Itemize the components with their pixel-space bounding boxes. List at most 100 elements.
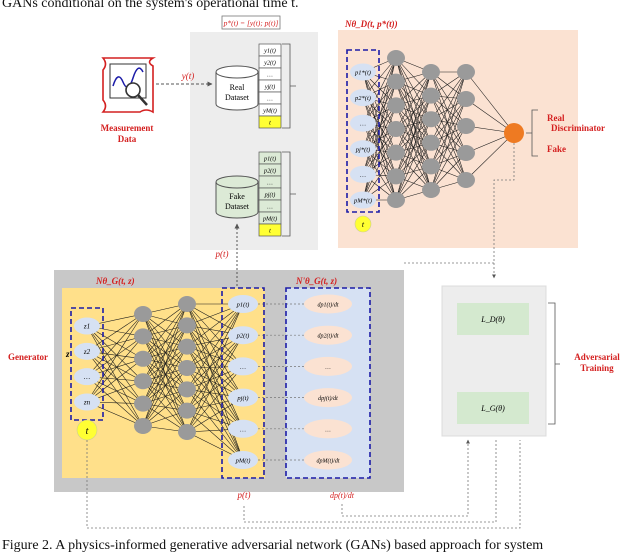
fake-list-item: … [267, 204, 273, 211]
network-edge [186, 367, 244, 461]
real-header-box [221, 15, 281, 30]
fake-list-item: … [267, 180, 273, 187]
network-edge [142, 367, 188, 427]
hidden-node [387, 97, 405, 114]
output-brace [526, 109, 538, 157]
hidden-node [387, 168, 405, 185]
discriminator-input-label: … [360, 172, 366, 179]
discriminator-time-label: t [362, 220, 365, 229]
network-edge [86, 325, 144, 382]
discriminator-input-node [350, 89, 376, 107]
hidden-node [387, 192, 405, 208]
hidden-node [422, 111, 440, 128]
derivative-network-area [286, 288, 370, 478]
hidden-node [422, 134, 440, 151]
network-edge [362, 152, 397, 201]
network-edge [186, 346, 244, 429]
network-edge [186, 303, 244, 369]
generator-output-label: p2(t) [236, 333, 250, 340]
latent-label: z1 [83, 323, 90, 331]
hidden-node [178, 296, 196, 312]
network-edge [142, 303, 188, 382]
discriminator-input-node [350, 140, 376, 158]
fake-database-icon [215, 175, 259, 219]
hidden-node [422, 87, 440, 104]
real-list-item: y2(t) [263, 60, 276, 67]
network-edge [86, 313, 144, 403]
fake-list-item: p1(t) [263, 156, 276, 163]
discriminator-input-box [346, 49, 380, 213]
loss-g: L_G(θ) [480, 404, 505, 413]
generator-output-node [228, 451, 258, 469]
network-edge [186, 303, 244, 347]
network-edge [430, 98, 467, 143]
network-edge [362, 57, 397, 149]
network-edge [430, 71, 467, 127]
derivative-output-label: dp(t)/dt [330, 491, 355, 500]
network-edge [430, 142, 467, 181]
hidden-node [134, 306, 152, 322]
discriminator-nodes: p1*(t)p2*(t)…pj*(t)…pM*(t) [350, 50, 475, 209]
discriminator-input-node [350, 191, 376, 209]
fake-list-item: t [269, 228, 271, 235]
latent-node [74, 368, 100, 386]
network-edge [465, 132, 515, 181]
network-edge [86, 336, 144, 377]
hidden-node [134, 350, 152, 367]
discriminator-input-label: pj*(t) [355, 146, 370, 153]
network-edge [430, 98, 467, 167]
network-edge [186, 325, 244, 429]
latent-node [74, 342, 100, 360]
loss-d: L_D(θ) [480, 315, 505, 324]
hidden-node [178, 360, 196, 376]
hidden-node [134, 328, 152, 345]
network-edge [142, 358, 188, 411]
generator-output-label: p1(t) [236, 302, 250, 309]
hidden-node [134, 395, 152, 412]
hidden-node [178, 381, 196, 398]
network-edge [430, 125, 467, 191]
output-real: Real [547, 113, 565, 123]
discriminator-input-node [350, 114, 376, 132]
network-edge [86, 313, 144, 352]
discriminator-input-label: pM*(t) [353, 198, 372, 205]
network-edge [186, 325, 244, 398]
real-header: p*(t) = [y(t); p(t)] [223, 19, 279, 28]
network-edge [430, 95, 467, 154]
caption-bottom: Figure 2. A physics-informed generative … [2, 538, 544, 553]
loss-d-box [457, 303, 529, 335]
network-edge [186, 303, 244, 411]
derivative-node [304, 450, 352, 470]
real-database-icon [215, 65, 259, 111]
derivative-label: dp2(t)/dt [318, 333, 339, 340]
hidden-node [178, 338, 196, 355]
latent-node [74, 317, 100, 335]
measurement-label-2: Data [118, 134, 137, 144]
network-edge [186, 303, 244, 429]
generator-label: Generator [8, 352, 48, 362]
network-edge [430, 152, 467, 191]
generator-output-node [228, 326, 258, 345]
generator-output-label: p(t) [237, 490, 251, 500]
network-edge [362, 71, 397, 153]
discriminator-input-node [350, 63, 376, 81]
hidden-node [387, 73, 405, 90]
derivative-label: dp1(t)/dt [318, 302, 339, 309]
hidden-node [178, 424, 196, 440]
network-edge [186, 346, 244, 461]
real-list-brace [282, 43, 296, 129]
dataset-panel [190, 32, 318, 250]
network-edge [430, 71, 467, 143]
hidden-node [457, 172, 475, 188]
adversarial-label-2: Training [580, 363, 614, 373]
real-list-item: … [267, 96, 273, 103]
discriminator-input-label: p2*(t) [354, 95, 371, 102]
hidden-node [457, 145, 475, 161]
network-edge [362, 97, 397, 177]
hidden-node [422, 158, 440, 175]
hidden-node [457, 64, 475, 80]
network-edge [142, 358, 188, 390]
fake-list-cell [258, 223, 282, 237]
